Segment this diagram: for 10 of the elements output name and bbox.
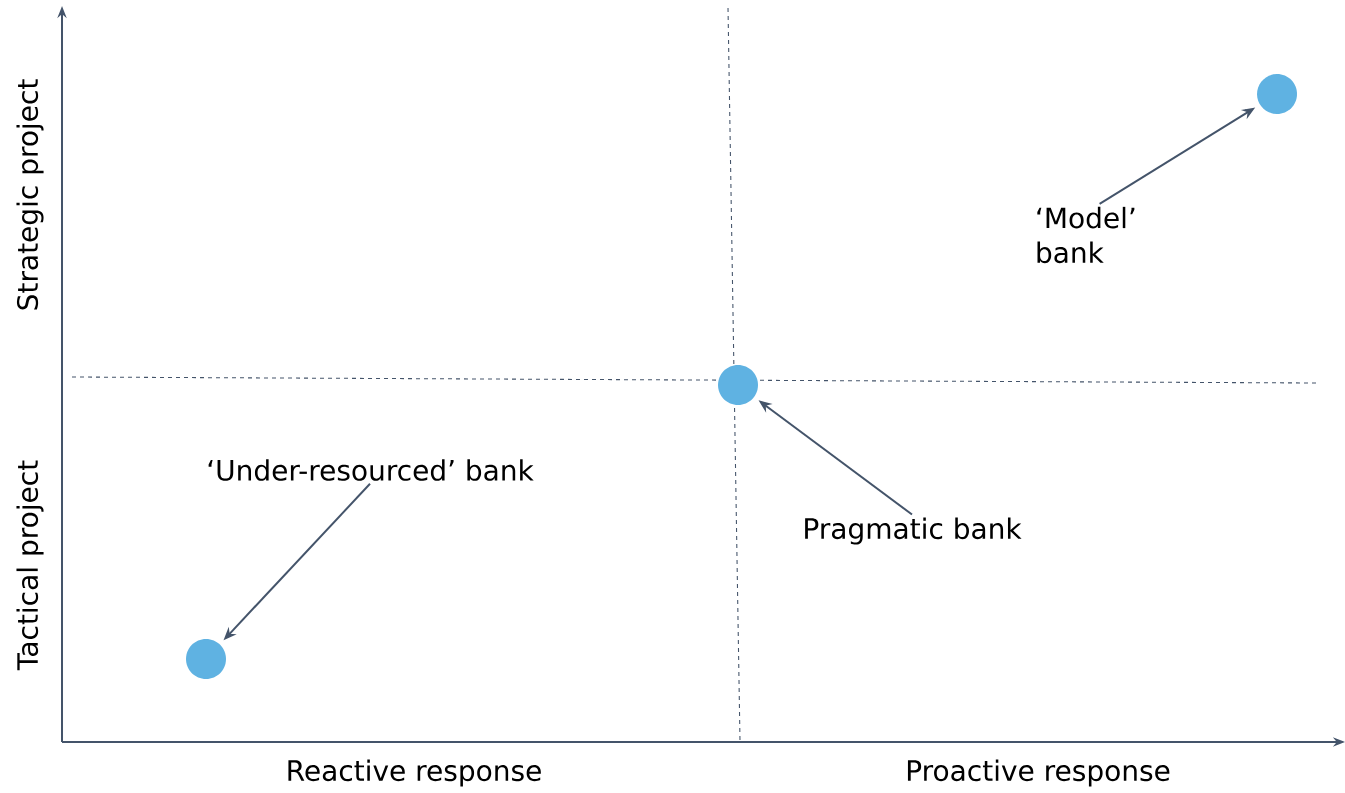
axis-label: Proactive response [907,759,1170,787]
text-label: Pragmatic bank [805,517,1022,545]
axis-label: Strategic project [16,79,44,310]
dot-marker [1257,74,1297,114]
axis-label: Tactical project [16,460,44,671]
dot-marker [718,365,758,405]
text-label: ‘Under-resourced’ bank [208,459,534,481]
axis-label: Reactive response [288,759,541,787]
text-label: ‘Model’ bank [1037,206,1135,264]
dot-marker [186,639,226,679]
